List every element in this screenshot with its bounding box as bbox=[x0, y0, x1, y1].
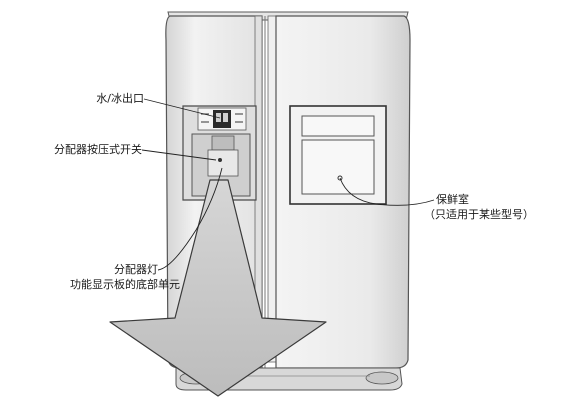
display-digit-2 bbox=[223, 113, 228, 122]
ice-water-chute bbox=[211, 135, 235, 151]
fresh-room-door bbox=[301, 139, 375, 195]
label-water-ice-outlet: 水/冰出口 bbox=[96, 92, 144, 105]
label-display-bottom-unit: 功能显示板的底部单元 bbox=[70, 278, 180, 291]
label-dispenser-switch: 分配器按压式开关 bbox=[54, 143, 142, 156]
label-fresh-room: 保鲜室 bbox=[436, 193, 469, 206]
display-screen bbox=[213, 110, 231, 128]
switch-dot bbox=[218, 158, 222, 162]
down-arrow bbox=[109, 179, 327, 397]
label-dispenser-lamp: 分配器灯 bbox=[114, 263, 158, 276]
dispenser-press-switch bbox=[207, 149, 239, 177]
leader-lamp bbox=[157, 167, 223, 271]
right-door-handle bbox=[267, 15, 277, 363]
leader-water-ice bbox=[143, 98, 221, 119]
label-fresh-room-note: （只适用于某些型号） bbox=[424, 208, 534, 221]
leader-fresh-room bbox=[339, 177, 435, 206]
leader-switch bbox=[141, 149, 217, 161]
fresh-room-top-window bbox=[301, 115, 375, 137]
right-foot bbox=[365, 371, 399, 385]
